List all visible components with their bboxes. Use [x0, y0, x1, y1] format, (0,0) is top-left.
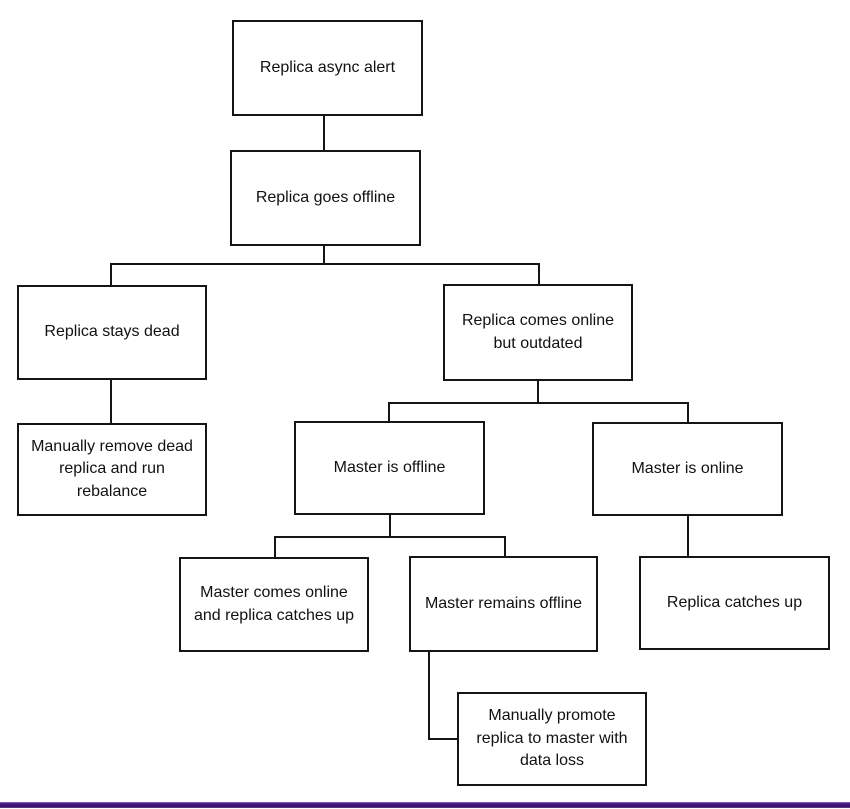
node-replica-catches-up: Replica catches up: [639, 556, 830, 650]
node-replica-stays-dead: Replica stays dead: [17, 285, 207, 380]
connector-to-master-comes-online: [274, 536, 276, 559]
connector-to-master-is-online: [687, 402, 689, 424]
node-master-is-online: Master is online: [592, 422, 783, 516]
node-master-remains-offline: Master remains offline: [409, 556, 598, 652]
connector-online-to-catches-up: [687, 514, 689, 558]
node-manually-remove-dead-replica: Manually remove dead replica and run reb…: [17, 423, 207, 516]
node-manually-promote-replica: Manually promote replica to master with …: [457, 692, 647, 786]
connector-remains-offline-down: [428, 650, 430, 740]
connector-to-replica-stays-dead: [110, 263, 112, 287]
connector-branch-level2: [388, 402, 689, 404]
connector-into-manually-promote: [428, 738, 459, 740]
footer-accent-bar: [0, 802, 850, 808]
connector-to-comes-online-outdated: [538, 263, 540, 286]
connector-branch-level1: [110, 263, 540, 265]
node-replica-comes-online-but-outdated: Replica comes online but outdated: [443, 284, 633, 381]
connector-branch-level3: [274, 536, 506, 538]
connector-alert-to-goes-offline: [323, 114, 325, 152]
node-master-is-offline: Master is offline: [294, 421, 485, 515]
connector-master-offline-stem: [389, 513, 391, 538]
connector-goes-offline-stem: [323, 244, 325, 265]
node-replica-goes-offline: Replica goes offline: [230, 150, 421, 246]
connector-stays-dead-to-remove: [110, 378, 112, 425]
connector-outdated-stem: [537, 379, 539, 404]
node-master-comes-online-replica-catches-up: Master comes online and replica catches …: [179, 557, 369, 652]
connector-to-master-remains-offline: [504, 536, 506, 558]
connector-to-master-is-offline: [388, 402, 390, 423]
node-replica-async-alert: Replica async alert: [232, 20, 423, 116]
